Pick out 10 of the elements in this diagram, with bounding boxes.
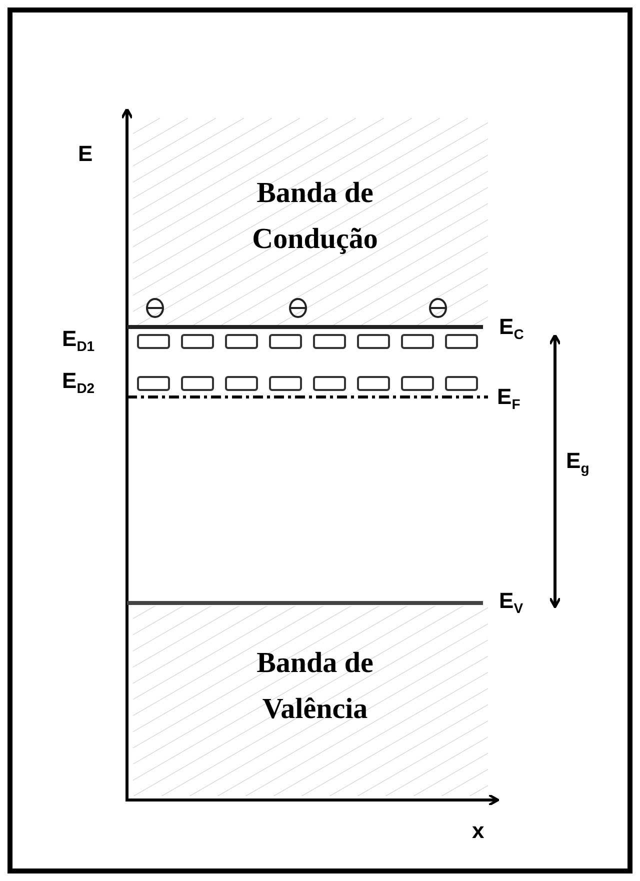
band-name: Banda de Condução [251, 176, 379, 258]
axis-label: x [472, 820, 484, 842]
band-name: Banda de Valência [256, 646, 374, 728]
energy-level-label: E$_{D2}$ [62, 370, 95, 395]
energy-level-label: E$_{V}$ [499, 590, 524, 615]
energy-level-label: E$_{D1}$ [62, 328, 95, 353]
energy-gap-label: E$_{g}$ [566, 450, 590, 475]
energy-level-label: E$_{C}$ [499, 316, 524, 341]
axis-label: E [78, 143, 93, 165]
energy-level-label: E$_{F}$ [497, 386, 520, 411]
